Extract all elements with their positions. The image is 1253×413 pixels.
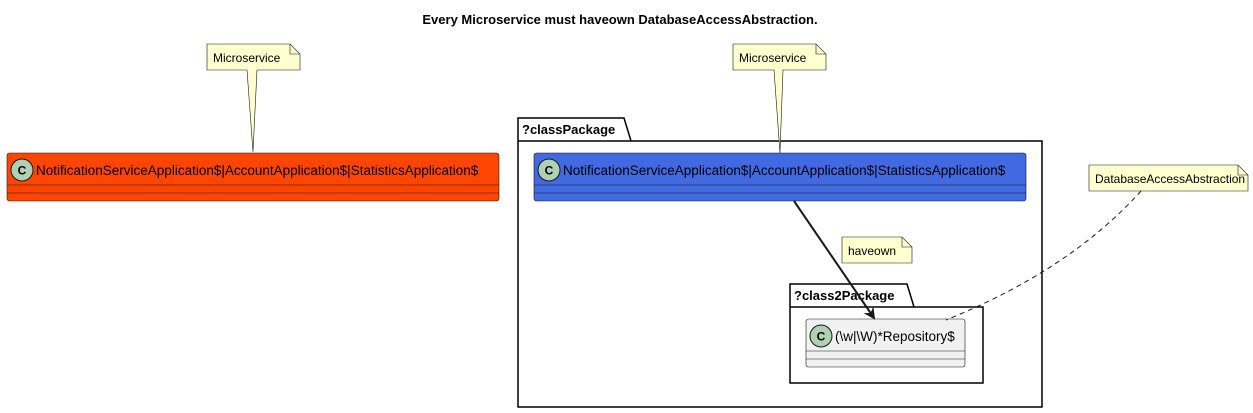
relation-label: haveown	[848, 244, 896, 258]
class-stereotype-icon: C	[809, 324, 833, 348]
class-package-label: ?classPackage	[522, 122, 615, 137]
repository-class-name: (\w|\W)*Repository$	[835, 329, 955, 344]
package-class-name: NotificationServiceApplication$|AccountA…	[563, 163, 1006, 178]
repository-class-box[interactable]: C (\w|\W)*Repository$	[805, 318, 966, 368]
center-microservice-note: Microservice	[732, 43, 827, 154]
class-stereotype-icon: C	[10, 158, 34, 182]
svg-text:C: C	[18, 164, 27, 178]
database-access-note: DatabaseAccessAbstraction	[1088, 164, 1249, 192]
class-stereotype-icon: C	[537, 158, 561, 182]
haveown-note: haveown	[841, 236, 913, 264]
diagram-title: Every Microservice must haveown Database…	[422, 12, 817, 27]
note-dashed-connector	[945, 190, 1142, 321]
left-note-text: Microservice	[213, 51, 281, 65]
database-note-text: DatabaseAccessAbstraction	[1095, 172, 1245, 186]
package-class-box[interactable]: C NotificationServiceApplication$|Accoun…	[533, 152, 1027, 202]
svg-text:C: C	[817, 330, 826, 344]
left-class-box[interactable]: C NotificationServiceApplication$|Accoun…	[6, 152, 500, 202]
haveown-arrow	[793, 200, 876, 320]
left-microservice-note: Microservice	[206, 43, 301, 153]
left-class-name: NotificationServiceApplication$|AccountA…	[36, 163, 479, 178]
center-note-text: Microservice	[739, 51, 807, 65]
svg-text:C: C	[545, 164, 554, 178]
class2-package-label: ?class2Package	[794, 288, 894, 303]
